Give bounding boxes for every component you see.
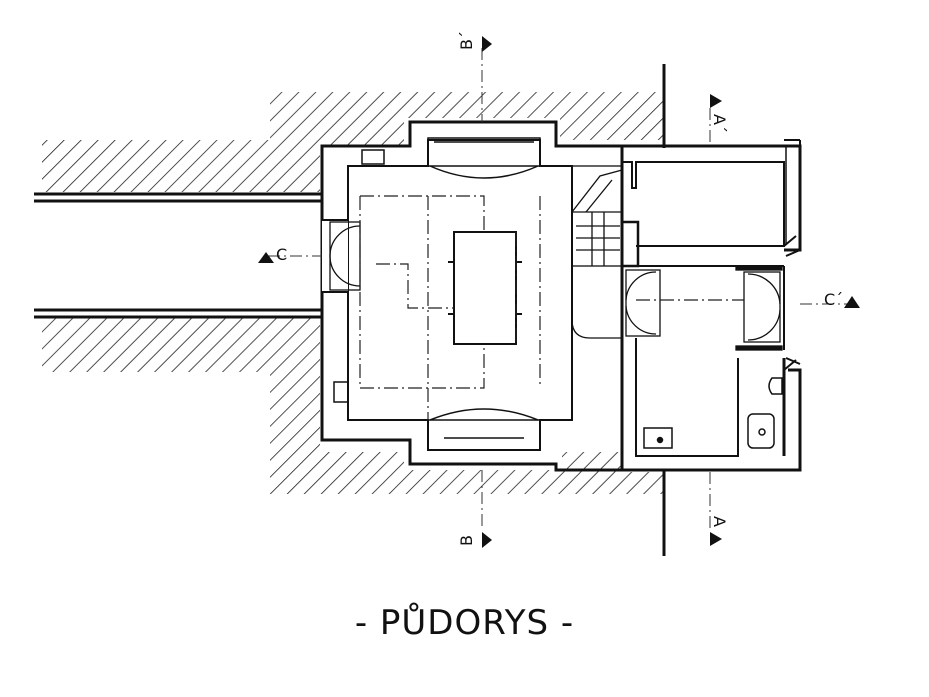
section-label-a-bottom: A xyxy=(710,516,729,527)
interior-doors-right xyxy=(625,265,783,351)
bathroom-fixtures xyxy=(643,377,783,449)
section-marker-c-right: C´ xyxy=(824,290,860,309)
staircase xyxy=(571,165,640,339)
section-label-c-left: C xyxy=(276,245,287,264)
section-marker-a-top: A´ xyxy=(710,94,729,133)
overhead-dashed-lines xyxy=(359,195,744,420)
main-room-walls xyxy=(320,120,624,472)
section-marker-a-bottom: A xyxy=(710,516,729,546)
section-marker-b-top: B´ xyxy=(457,31,492,52)
dining-table xyxy=(448,231,522,345)
section-label-b-bottom: B xyxy=(457,535,476,546)
section-label-b-top: B´ xyxy=(457,31,476,50)
section-label-a-top: A´ xyxy=(710,114,729,133)
windows xyxy=(427,137,541,451)
access-walls xyxy=(34,192,322,319)
section-marker-c-left: C xyxy=(258,245,287,264)
right-wing-walls xyxy=(620,139,802,472)
section-cut-lines xyxy=(268,48,852,530)
section-marker-b-bottom: B xyxy=(457,532,492,548)
terrain-hatching xyxy=(42,92,665,494)
section-label-c-right: C´ xyxy=(824,290,843,309)
drawing-title: - PŮDORYS - xyxy=(354,603,575,643)
